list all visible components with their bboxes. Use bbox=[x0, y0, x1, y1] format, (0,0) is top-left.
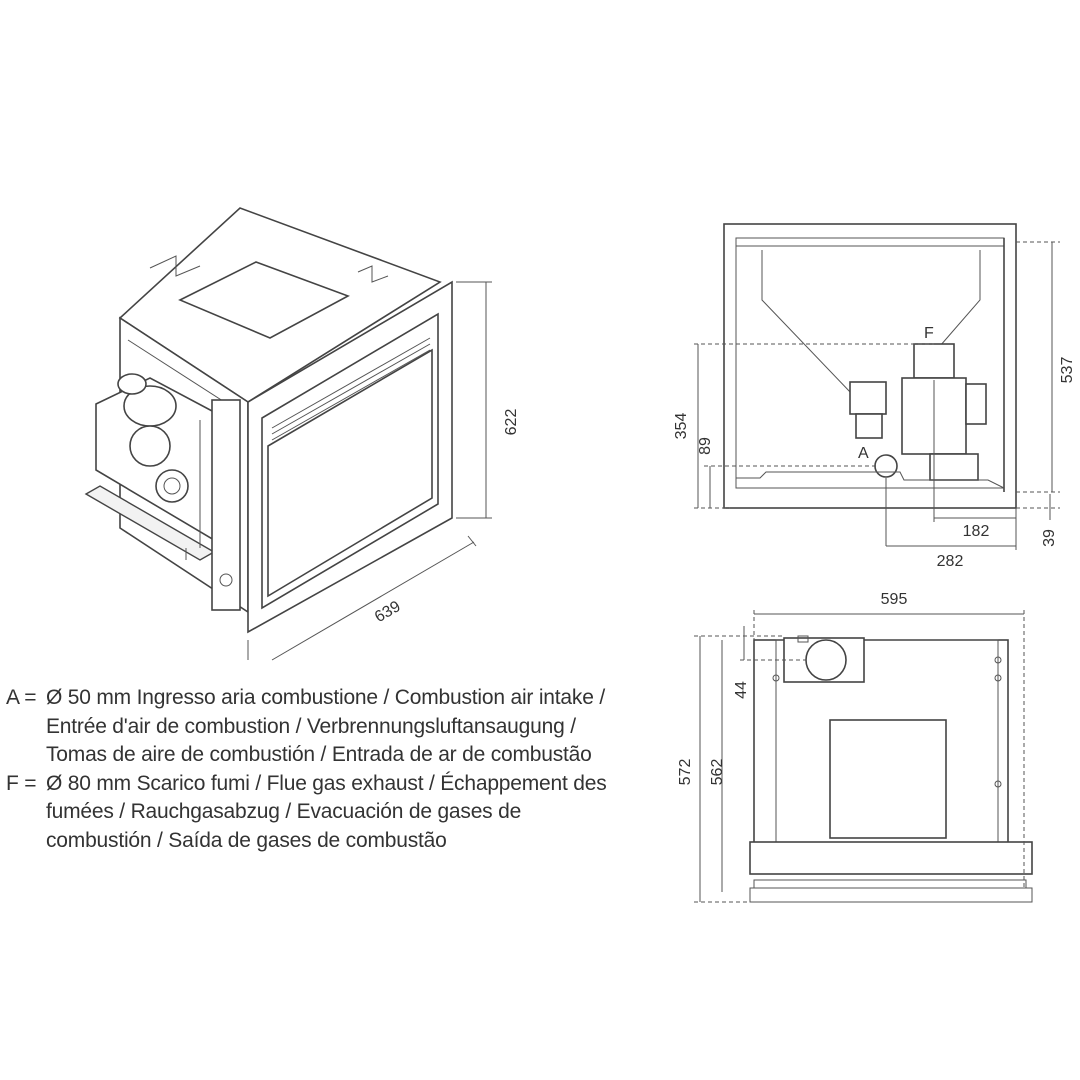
legend-item-a: A = Ø 50 mm Ingresso aria combustione / … bbox=[6, 684, 616, 770]
dim-537-label: 537 bbox=[1059, 357, 1076, 384]
iso-louvre-3 bbox=[271, 349, 431, 441]
side-funnel-right bbox=[939, 250, 981, 347]
dim-622-label: 622 bbox=[503, 409, 520, 436]
top-bolt-1 bbox=[772, 674, 780, 682]
top-pipe-tab bbox=[797, 635, 809, 643]
side-flue-base bbox=[929, 453, 979, 481]
dim-562-label: 562 bbox=[709, 759, 726, 786]
dim-44-label: 44 bbox=[733, 681, 750, 699]
legend-key-f: F = bbox=[6, 771, 37, 795]
iso-fan-motor bbox=[129, 425, 171, 467]
legend-item-f: F = Ø 80 mm Scarico fumi / Flue gas exha… bbox=[6, 770, 616, 856]
side-air-intake-a bbox=[874, 454, 898, 478]
iso-fan-pipe-small bbox=[117, 373, 147, 395]
side-base-plate bbox=[736, 471, 1005, 489]
dim-182-label: 182 bbox=[963, 523, 990, 540]
dim-89-label: 89 bbox=[697, 437, 714, 455]
side-flue-elbow bbox=[965, 383, 987, 425]
iso-top-notch-left bbox=[149, 255, 201, 277]
top-pipe-circle bbox=[805, 639, 847, 681]
side-view: F A 537 354 89 182 282 39 bbox=[673, 223, 1076, 570]
iso-top-notch-right bbox=[357, 265, 389, 283]
dim-639-ext-right bbox=[467, 535, 477, 547]
top-bolt-4 bbox=[994, 780, 1002, 788]
top-view: 595 572 562 44 bbox=[677, 591, 1033, 903]
iso-louvre-2 bbox=[271, 343, 431, 435]
dim-595-label: 595 bbox=[881, 591, 908, 608]
top-front-base bbox=[749, 887, 1033, 903]
dim-354-label: 354 bbox=[673, 413, 690, 440]
iso-louvre-1 bbox=[271, 337, 431, 429]
legend-key-a: A = bbox=[6, 686, 37, 709]
iso-gas-valve-core bbox=[163, 477, 181, 495]
legend: A = Ø 50 mm Ingresso aria combustione / … bbox=[6, 684, 616, 855]
side-label-f: F bbox=[924, 325, 934, 342]
isometric-view: 622 639 bbox=[84, 207, 520, 661]
dim-572-label: 572 bbox=[677, 759, 694, 786]
dim-39-label: 39 bbox=[1041, 529, 1058, 547]
top-front-lip bbox=[753, 879, 1027, 889]
top-front-frame bbox=[749, 841, 1033, 875]
top-bolt-3 bbox=[994, 674, 1002, 682]
side-burner-base bbox=[855, 413, 883, 439]
side-burner bbox=[849, 381, 887, 415]
iso-top-hatch bbox=[178, 261, 350, 339]
side-flue-f bbox=[913, 343, 955, 379]
dim-639-label: 639 bbox=[372, 598, 404, 626]
side-label-a: A bbox=[858, 445, 869, 462]
legend-text-a: Ø 50 mm Ingresso aria combustione / Comb… bbox=[46, 686, 605, 766]
iso-gas-valve bbox=[155, 469, 189, 503]
iso-bracket-bolt bbox=[219, 573, 233, 587]
dim-639-line bbox=[271, 541, 475, 661]
top-bolt-2 bbox=[994, 656, 1002, 664]
top-center-hatch bbox=[829, 719, 947, 839]
side-funnel-left bbox=[761, 250, 853, 395]
iso-side-bracket bbox=[211, 399, 241, 611]
iso-glass-window bbox=[267, 348, 433, 598]
legend-text-f: Ø 80 mm Scarico fumi / Flue gas exhaust … bbox=[46, 771, 607, 852]
dim-282-label: 282 bbox=[937, 553, 964, 570]
